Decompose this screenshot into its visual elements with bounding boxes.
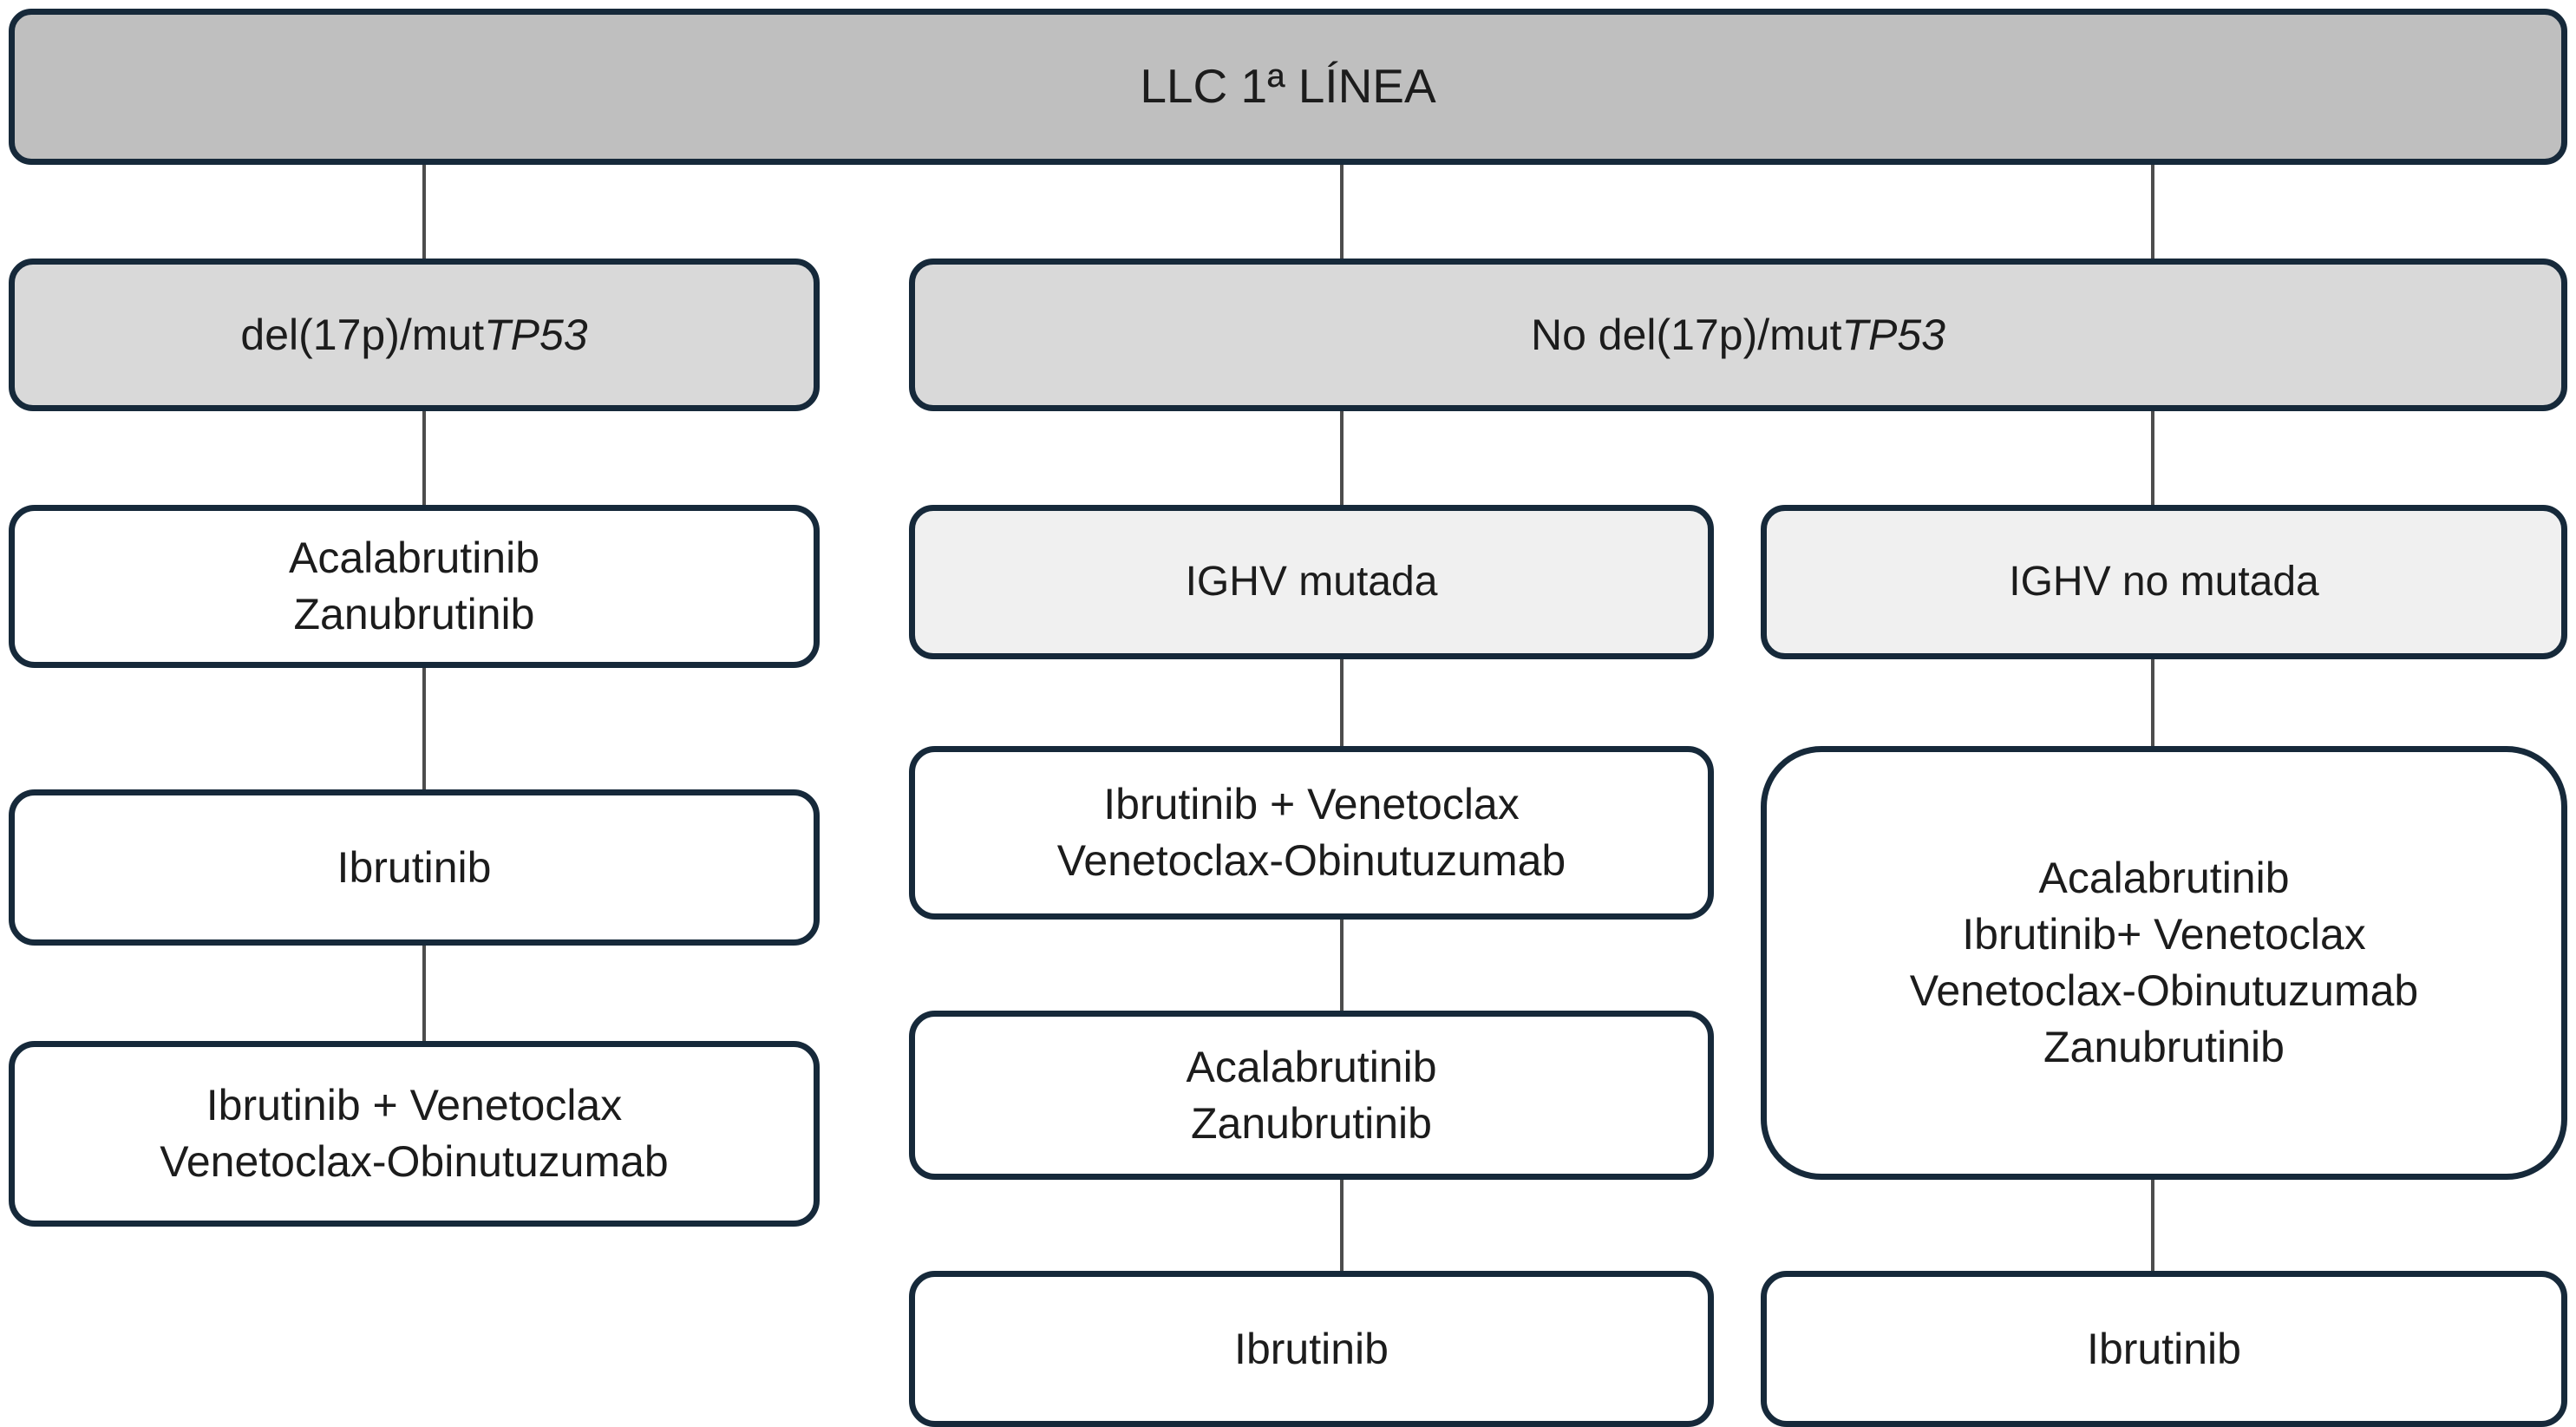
node-therapy-tp53-altered-3[interactable]: Ibrutinib + Venetoclax Venetoclax-Obinut…: [9, 1041, 820, 1227]
connector-ighv-mutada-therapy-2-to-3: [1340, 1180, 1344, 1271]
connector-root-to-tp53-altered: [422, 163, 426, 259]
connector-root-to-right-spur: [2151, 163, 2154, 259]
therapy-line: Venetoclax-Obinutuzumab: [160, 1137, 669, 1186]
node-stratum-tp53-altered-label: del(17p)/mutTP53: [240, 307, 587, 363]
therapy-line: Acalabrutinib: [288, 533, 540, 582]
node-stratum-tp53-wildtype-label: No del(17p)/mutTP53: [1531, 307, 1945, 363]
therapy-line: Ibrutinib + Venetoclax: [206, 1081, 623, 1129]
connector-tp53-wildtype-to-ighv-no-mutada: [2151, 409, 2154, 505]
node-stratum-tp53-wildtype[interactable]: No del(17p)/mutTP53: [909, 259, 2567, 411]
therapy-line: Zanubrutinib: [2043, 1023, 2285, 1071]
therapy-line: Acalabrutinib: [2038, 854, 2290, 902]
therapy-line: Acalabrutinib: [1186, 1042, 1437, 1091]
node-root-label: LLC 1ª LÍNEA: [1140, 59, 1436, 114]
therapy-line: Venetoclax-Obinutuzumab: [1909, 966, 2419, 1015]
node-therapy-ighv-no-mutada-1[interactable]: Acalabrutinib Ibrutinib+ Venetoclax Vene…: [1761, 746, 2567, 1180]
node-root-llc-first-line[interactable]: LLC 1ª LÍNEA: [9, 9, 2567, 165]
connector-tp53-wildtype-to-ighv-mutada: [1340, 409, 1344, 505]
therapy-line: Zanubrutinib: [293, 590, 535, 638]
connector-tp53-altered-therapy-2-to-3: [422, 946, 426, 1041]
therapy-line: Zanubrutinib: [1191, 1098, 1432, 1148]
therapy-line: Ibrutinib: [2087, 1324, 2241, 1373]
therapy-line: Ibrutinib: [337, 842, 492, 892]
connector-root-to-tp53-wildtype: [1340, 163, 1344, 259]
connector-ighv-mutada-to-therapy-1: [1340, 659, 1344, 746]
therapy-line: Ibrutinib: [1234, 1324, 1389, 1373]
therapy-line: Venetoclax-Obinutuzumab: [1056, 836, 1566, 885]
node-substratum-ighv-mutada[interactable]: IGHV mutada: [909, 505, 1714, 659]
connector-ighv-no-mutada-to-therapy-1: [2151, 659, 2154, 746]
node-stratum-tp53-altered[interactable]: del(17p)/mutTP53: [9, 259, 820, 411]
node-substratum-ighv-no-mutada[interactable]: IGHV no mutada: [1761, 505, 2567, 659]
connector-tp53-altered-to-therapy-1: [422, 409, 426, 505]
connector-ighv-no-mutada-therapy-1-to-2: [2151, 1180, 2154, 1271]
tp53-wildtype-label-prefix: No del(17p)/mut: [1530, 310, 1842, 359]
connector-ighv-mutada-therapy-1-to-2: [1340, 920, 1344, 1011]
node-therapy-ighv-no-mutada-2[interactable]: Ibrutinib: [1761, 1271, 2567, 1427]
node-substratum-ighv-no-mutada-label: IGHV no mutada: [2009, 558, 2319, 605]
therapy-line: Ibrutinib + Venetoclax: [1103, 780, 1520, 828]
therapy-line: Ibrutinib+ Venetoclax: [1962, 910, 2366, 959]
tp53-altered-gene-label: TP53: [484, 310, 588, 359]
connector-tp53-altered-therapy-1-to-2: [422, 668, 426, 789]
node-therapy-ighv-mutada-1[interactable]: Ibrutinib + Venetoclax Venetoclax-Obinut…: [909, 746, 1714, 920]
node-therapy-ighv-mutada-3[interactable]: Ibrutinib: [909, 1271, 1714, 1427]
node-substratum-ighv-mutada-label: IGHV mutada: [1185, 558, 1438, 605]
node-therapy-tp53-altered-1[interactable]: Acalabrutinib Zanubrutinib: [9, 505, 820, 668]
node-therapy-tp53-altered-2[interactable]: Ibrutinib: [9, 789, 820, 946]
tp53-altered-label-prefix: del(17p)/mut: [240, 310, 485, 359]
node-therapy-ighv-mutada-2[interactable]: Acalabrutinib Zanubrutinib: [909, 1011, 1714, 1180]
tp53-wildtype-gene-label: TP53: [1841, 310, 1945, 359]
